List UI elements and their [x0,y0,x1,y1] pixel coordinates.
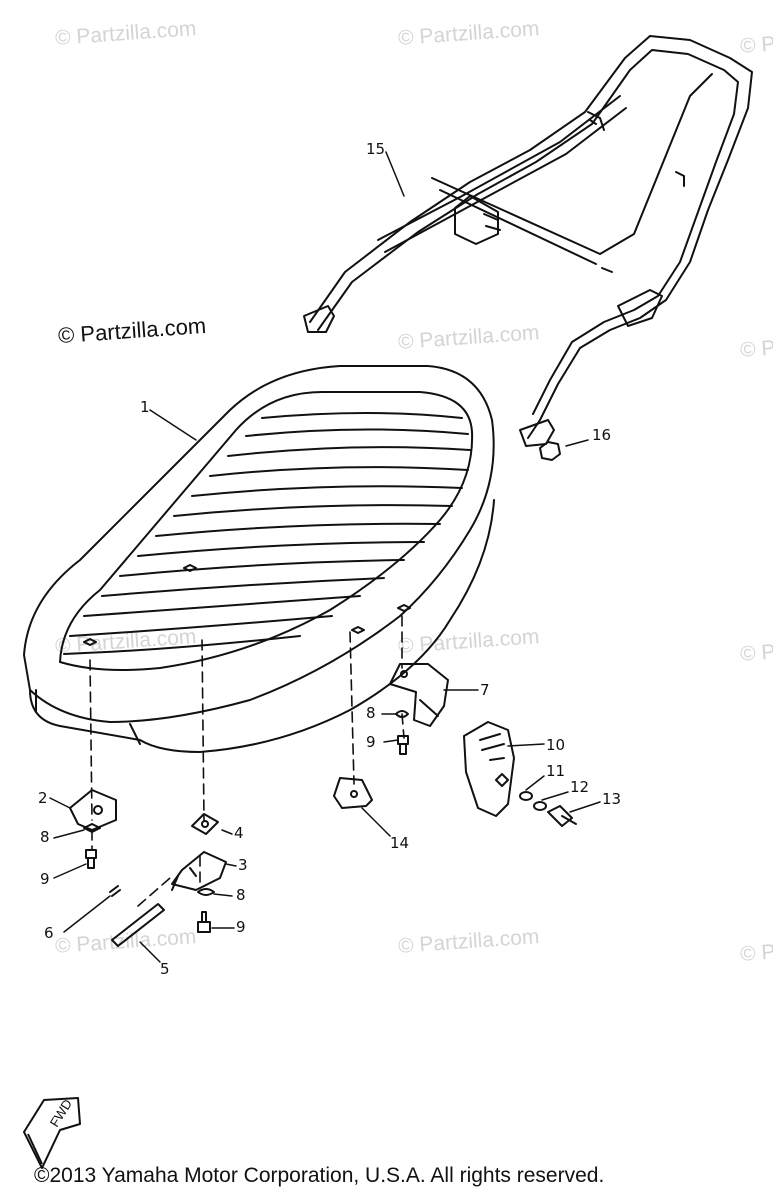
leader-lines [49,151,601,963]
callout-3: 3 [238,856,248,874]
callout-7: 7 [480,681,490,699]
callout-9: 9 [236,918,246,936]
callout-13: 13 [602,790,622,808]
callout-1: 1 [140,398,150,416]
callout-6: 6 [44,924,54,942]
callout-8: 8 [236,886,246,904]
grab-bar-drawing [303,35,753,447]
copyright-footer: ©2013 Yamaha Motor Corporation, U.S.A. A… [34,1164,605,1187]
callout-15: 15 [366,140,386,158]
callout-9: 9 [40,870,50,888]
callout-5: 5 [160,960,170,978]
callout-16: 16 [592,426,612,444]
callout-2: 2 [38,789,48,807]
callout-8: 8 [40,828,50,846]
callout-9: 9 [366,733,376,751]
callout-8: 8 [366,704,376,722]
fwd-arrow-icon: FWD [22,1096,86,1177]
seat-drawing [23,365,495,753]
callout-14: 14 [390,834,410,852]
callout-4: 4 [234,824,244,842]
callout-12: 12 [570,778,590,796]
assembly-lines [89,615,405,907]
callout-10: 10 [546,736,566,754]
callout-11: 11 [546,762,566,780]
hardware-drawing [69,441,577,947]
